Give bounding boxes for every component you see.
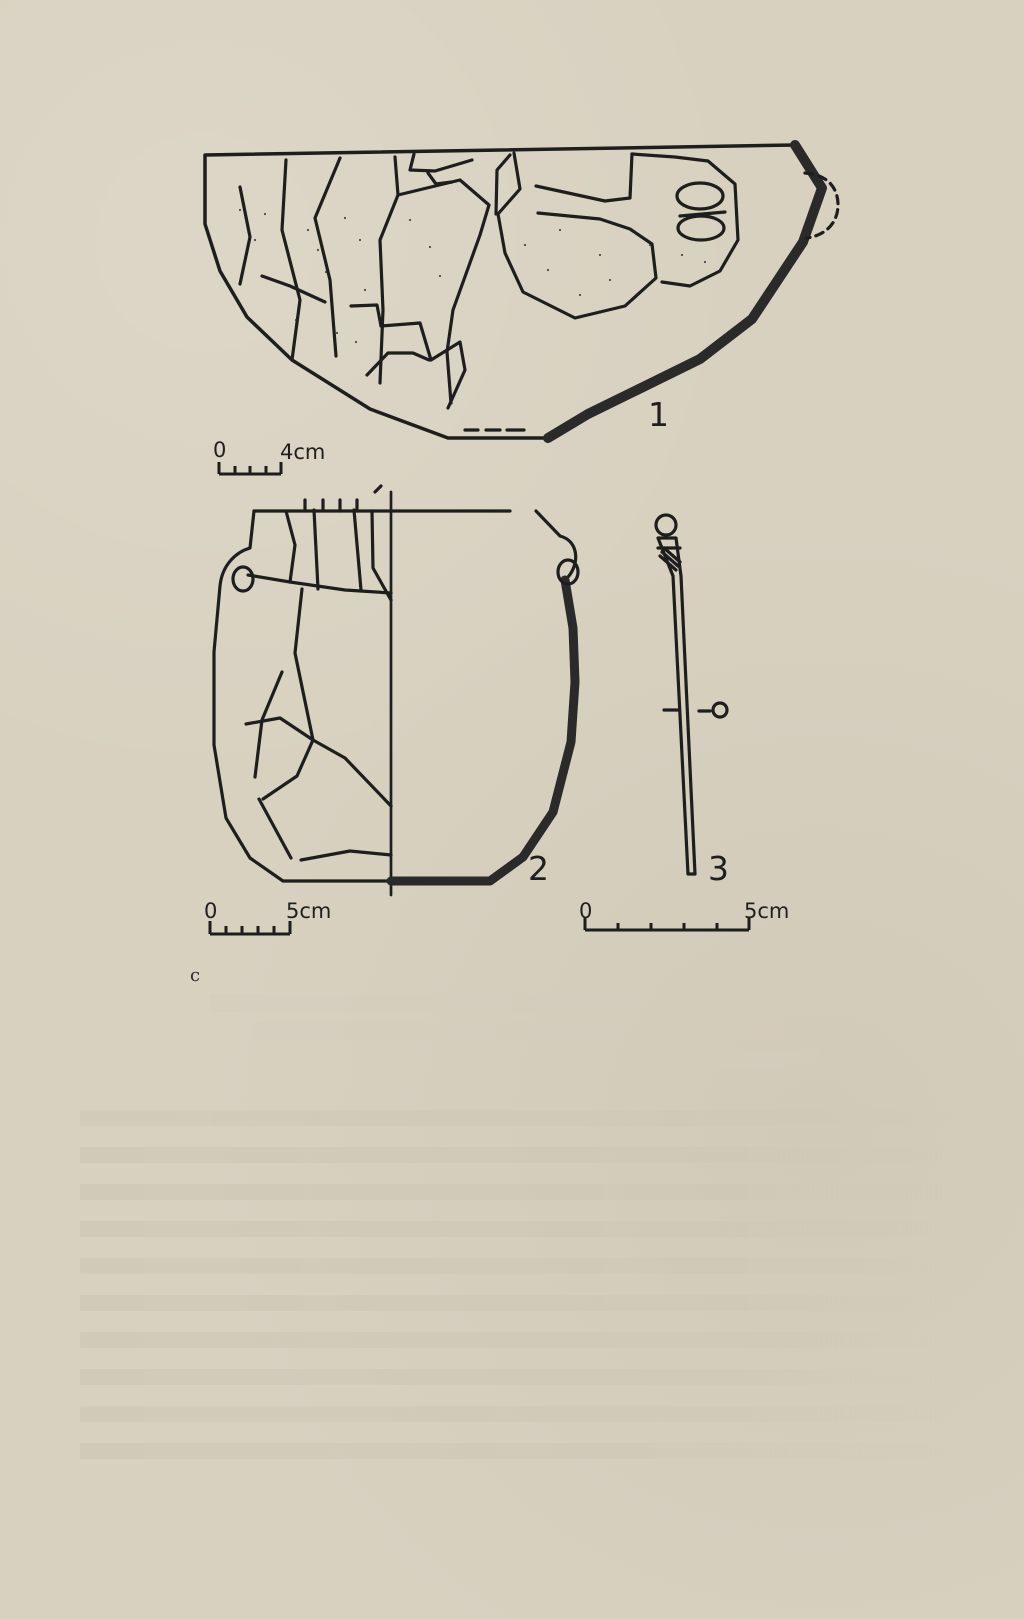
pin-drawing (654, 513, 729, 876)
faded-text-row (80, 1332, 970, 1348)
faded-text-row (80, 1184, 970, 1200)
faded-body-text-block (80, 1110, 970, 1480)
faded-text-row (80, 1295, 970, 1311)
faded-text-row (80, 1443, 970, 1459)
figure-number-2: 2 (528, 849, 549, 888)
figure-caption-visible-text: c (190, 965, 201, 986)
faded-caption-line-1 (210, 994, 830, 1012)
jar-drawing (212, 484, 580, 897)
scale-bar-5cm-right (583, 918, 751, 932)
figure-number-3: 3 (708, 849, 729, 888)
scale-3-start-label: 0 (579, 899, 592, 923)
faded-text-row (80, 1406, 970, 1422)
faded-text-row (80, 1147, 970, 1163)
faded-caption-line-2 (255, 1022, 785, 1040)
scale-2-end-label: 5cm (286, 899, 331, 923)
figure-number-1: 1 (648, 395, 669, 434)
faded-text-row (80, 1110, 970, 1126)
scale-3-end-label: 5cm (744, 899, 789, 923)
faded-text-row (80, 1369, 970, 1385)
faded-text-row (80, 1258, 970, 1274)
faded-text-row (80, 1221, 970, 1237)
archaeological-figure: 1 0 4cm (203, 140, 840, 936)
bowl-stipple (238, 208, 707, 344)
bowl-drawing (203, 140, 840, 443)
scale-1-end-label: 4cm (280, 440, 325, 464)
scale-bar-4cm (217, 462, 283, 476)
scale-bar-5cm-left (208, 921, 292, 936)
faded-caption-line-3 (610, 1050, 820, 1068)
scale-2-start-label: 0 (204, 899, 217, 923)
scale-1-start-label: 0 (213, 438, 226, 462)
